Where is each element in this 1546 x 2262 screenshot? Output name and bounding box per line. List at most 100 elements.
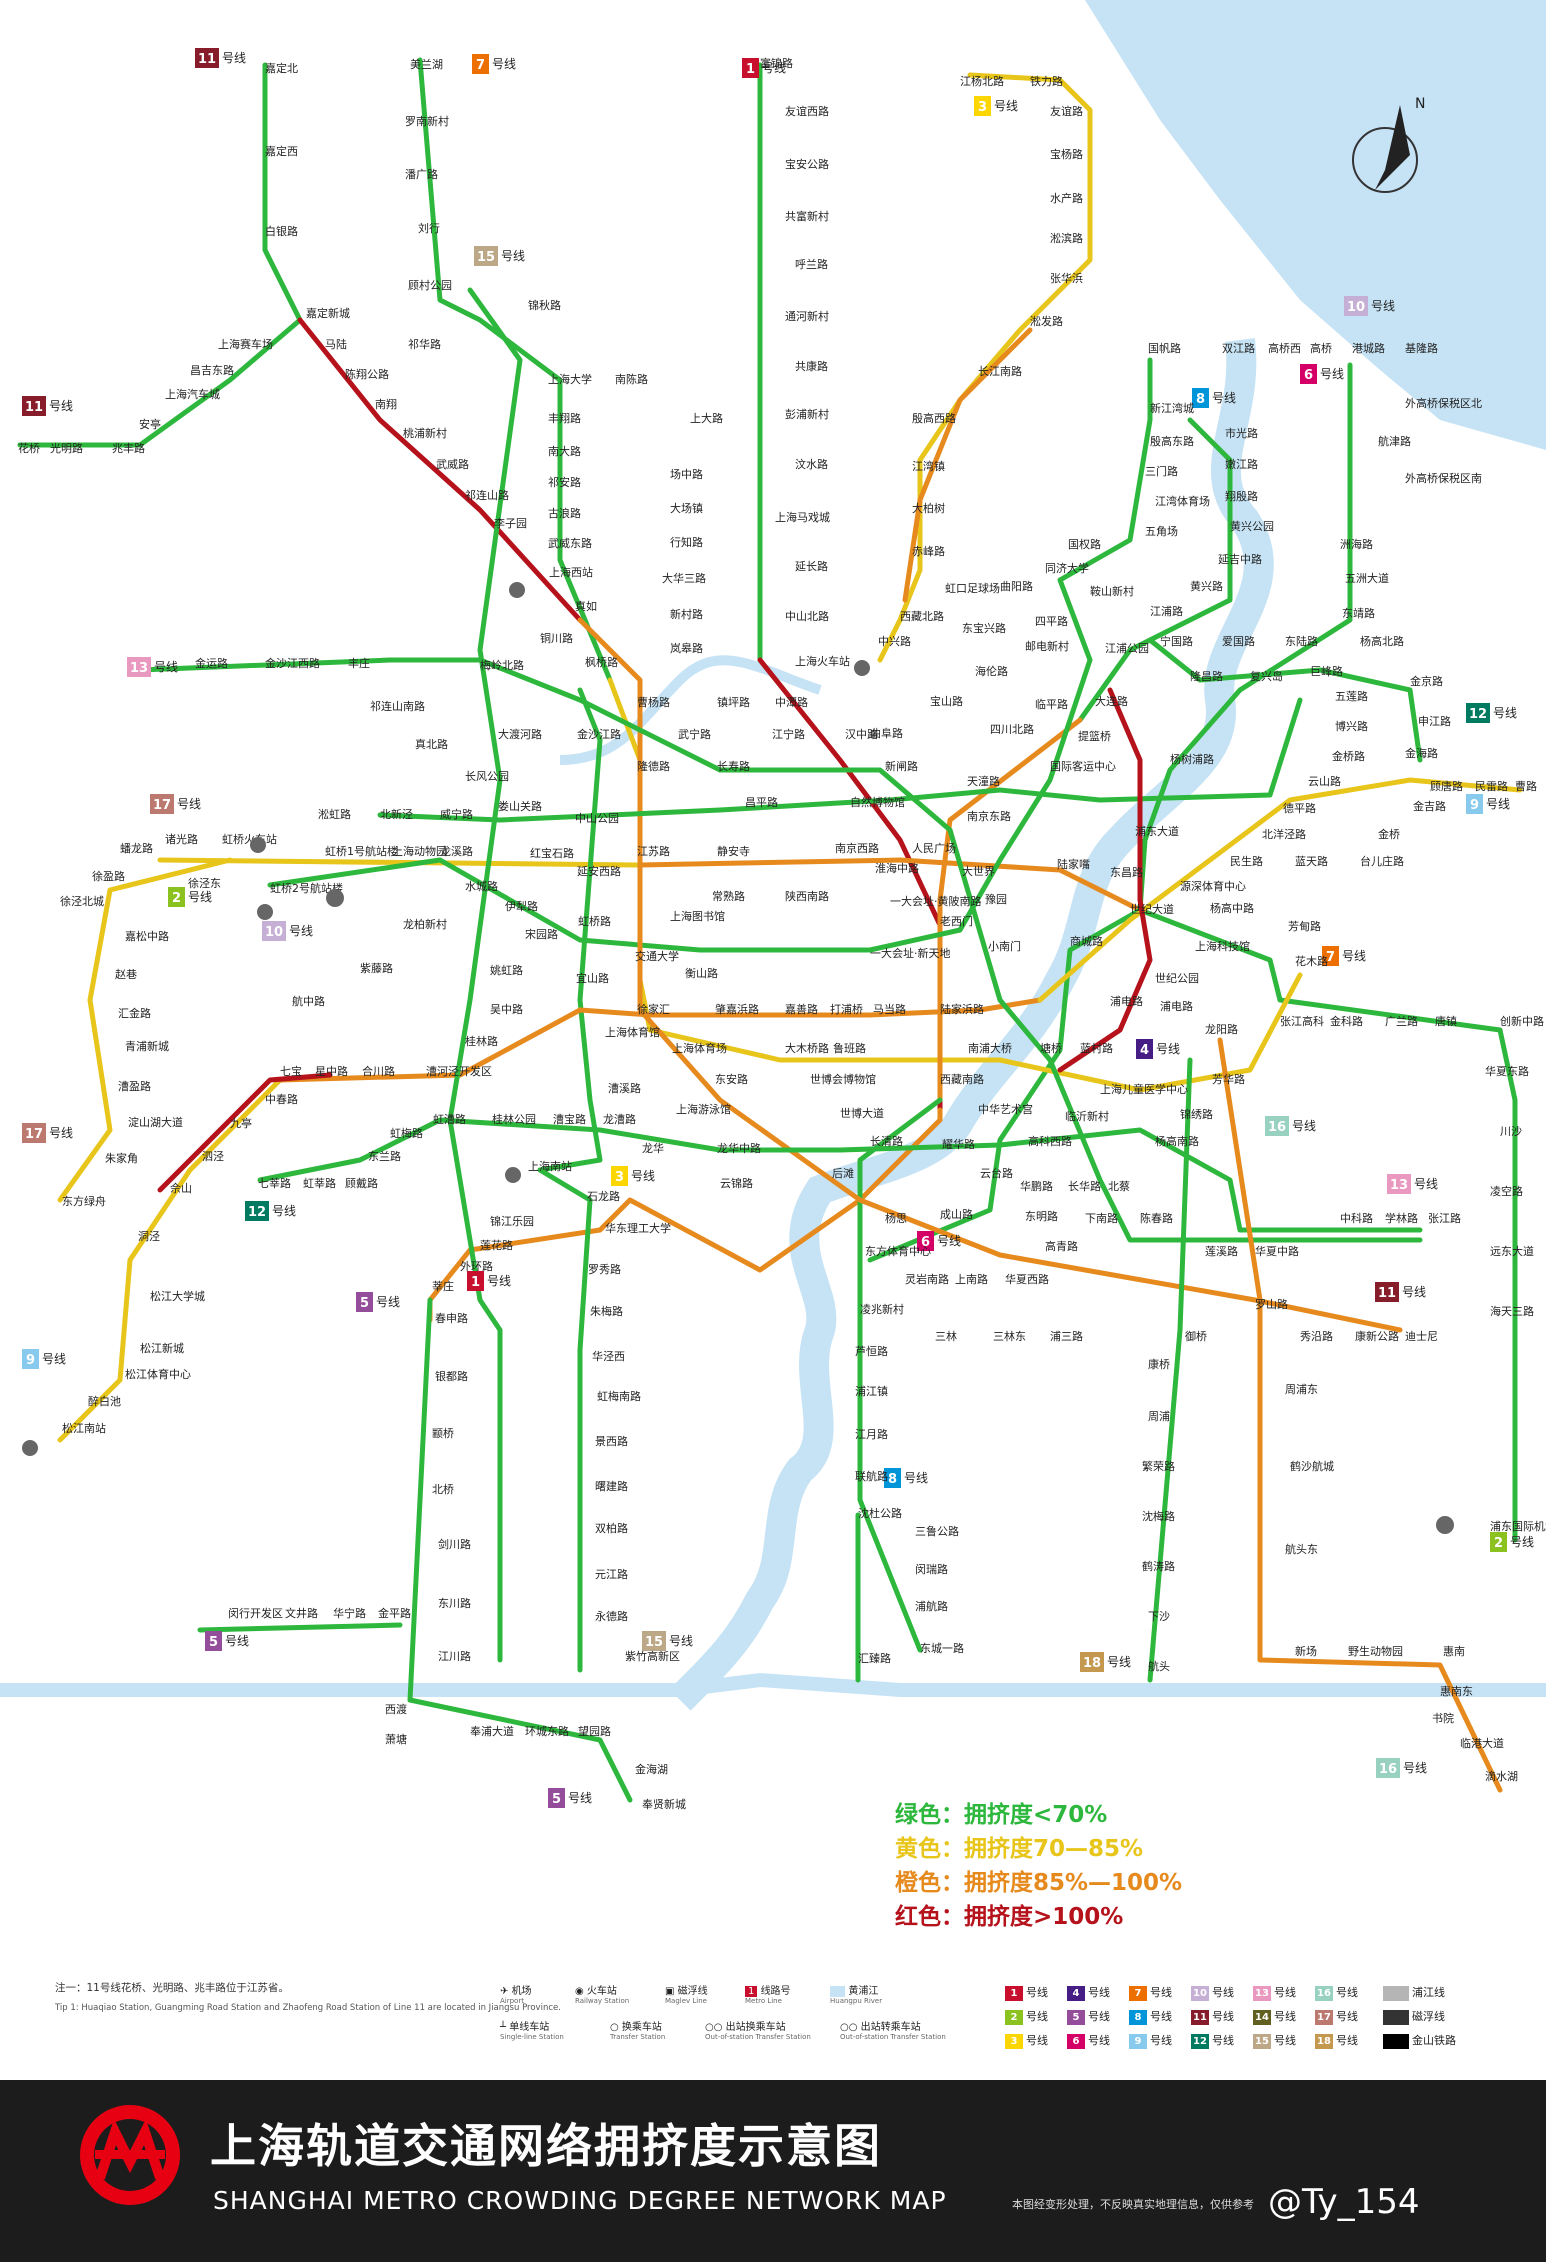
station-label: 洞泾	[138, 1230, 160, 1243]
line-legend-swatch: 14	[1253, 2009, 1271, 2025]
station-label: 川沙	[1500, 1125, 1522, 1138]
station-label: 陆家嘴	[1057, 857, 1090, 871]
line-badge-suffix: 号线	[1212, 391, 1236, 405]
line-badge-suffix: 号线	[49, 399, 73, 413]
line-badge-number: 10	[1347, 300, 1365, 315]
station-label: 宋园路	[525, 927, 558, 941]
line-badge-box	[245, 1201, 269, 1221]
station-label: 浦三路	[1050, 1330, 1083, 1343]
station-label: 汶水路	[795, 457, 828, 471]
station-label: 惠南	[1443, 1644, 1465, 1658]
station-label: 临港大道	[1460, 1736, 1504, 1750]
line9-west	[57, 1077, 283, 1443]
station-label: 景西路	[595, 1435, 628, 1448]
station-label: 星中路	[315, 1065, 348, 1078]
station-label: 松江体育中心	[125, 1367, 191, 1381]
station-label: 东靖路	[1342, 607, 1375, 620]
station-label: 武宁路	[678, 727, 711, 741]
station-label: 世纪大道	[1130, 902, 1174, 916]
station-label: 下南路	[1085, 1212, 1118, 1225]
station-label: 华夏中路	[1255, 1244, 1299, 1258]
station-label: 红宝石路	[530, 846, 574, 860]
station-label: 闵瑞路	[915, 1562, 948, 1576]
station-label: 铜川路	[540, 631, 573, 645]
line-badge-box	[356, 1292, 373, 1312]
station-label: 祁华路	[408, 337, 441, 351]
line-legend-label: 号线	[1336, 2010, 1358, 2023]
crowding-legend-red: 红色：拥挤度>100%	[895, 1904, 1124, 1930]
station-label: 江湾体育场	[1155, 494, 1210, 508]
railway-icon	[854, 660, 870, 676]
station-label: 邮电新村	[1025, 639, 1069, 653]
airport-icon	[1436, 1516, 1454, 1534]
line-badge-number: 10	[265, 925, 283, 940]
station-label: 周浦东	[1285, 1383, 1318, 1396]
river-symbol-en: Huangpu River	[830, 1997, 883, 2005]
station-label: 闵行开发区	[228, 1606, 283, 1620]
station-label: 七宝	[280, 1064, 302, 1078]
out-transfer2-symbol-label: 出站转乘车站	[860, 2022, 921, 2033]
station-label: 嘉定西	[265, 144, 298, 158]
station-label: 武威东路	[548, 537, 592, 550]
station-label: 罗南新村	[405, 114, 449, 128]
station-label: 兆丰路	[112, 442, 145, 455]
station-label: 临沂新村	[1065, 1109, 1109, 1123]
station-label: 长江南路	[978, 365, 1022, 378]
station-label: 莘庄	[432, 1279, 454, 1293]
line-badge-box	[548, 1788, 565, 1808]
station-label: 耀华路	[942, 1137, 975, 1151]
station-label: 野生动物园	[1348, 1644, 1403, 1658]
station-label: 宜山路	[576, 971, 609, 985]
crowding-legend-yellow: 黄色：拥挤度70—85%	[895, 1836, 1144, 1862]
station-label: 淮海中路	[875, 861, 919, 875]
station-label: 上海马戏城	[775, 510, 830, 524]
station-label: 江月路	[855, 1428, 888, 1441]
compass-north-label: N	[1415, 96, 1425, 112]
station-label: 杨高南路	[1155, 1134, 1199, 1148]
line12	[257, 1117, 1423, 1233]
station-label: 曲阜路	[870, 727, 903, 740]
station-label: 陆家浜路	[940, 1002, 984, 1016]
line-badge-suffix: 号线	[1493, 706, 1517, 720]
station-label: 新闸路	[885, 759, 918, 773]
station-label: 复兴岛	[1250, 669, 1283, 683]
station-label: 老西门	[940, 914, 973, 928]
crowding-legend-orange: 橙色：拥挤度85%—100%	[895, 1870, 1183, 1896]
station-label: 殷高西路	[912, 411, 956, 425]
station-label: 昌吉东路	[190, 364, 234, 377]
station-label: 鞍山新村	[1090, 584, 1134, 598]
special-line-swatch	[1383, 2033, 1409, 2049]
line-number-symbol-en: Metro Line	[745, 1997, 782, 2005]
station-label: 松江新城	[140, 1341, 184, 1355]
station-label: 龙漕路	[603, 1112, 636, 1126]
station-label: 迪士尼	[1405, 1330, 1438, 1343]
station-label: 提篮桥	[1078, 729, 1111, 743]
station-label: 九亭	[230, 1116, 252, 1130]
station-label: 江杨北路	[960, 74, 1004, 88]
station-label: 殷高东路	[1150, 434, 1194, 448]
line-legend-swatch: 4	[1067, 1985, 1085, 2001]
station-label: 李子园	[494, 516, 527, 530]
line-badge-suffix: 号线	[492, 57, 516, 71]
station-label: 巨峰路	[1310, 665, 1343, 678]
station-label: 隆昌路	[1190, 669, 1223, 683]
station-label: 顾唐路	[1430, 779, 1463, 793]
station-label: 伊犁路	[505, 899, 538, 913]
station-label: 大渡河路	[498, 727, 542, 741]
line-legend-label: 号线	[1150, 1986, 1172, 1999]
railway-icon	[250, 837, 266, 853]
station-label: 春申路	[435, 1312, 468, 1325]
line-legend-label: 号线	[1088, 2034, 1110, 2047]
